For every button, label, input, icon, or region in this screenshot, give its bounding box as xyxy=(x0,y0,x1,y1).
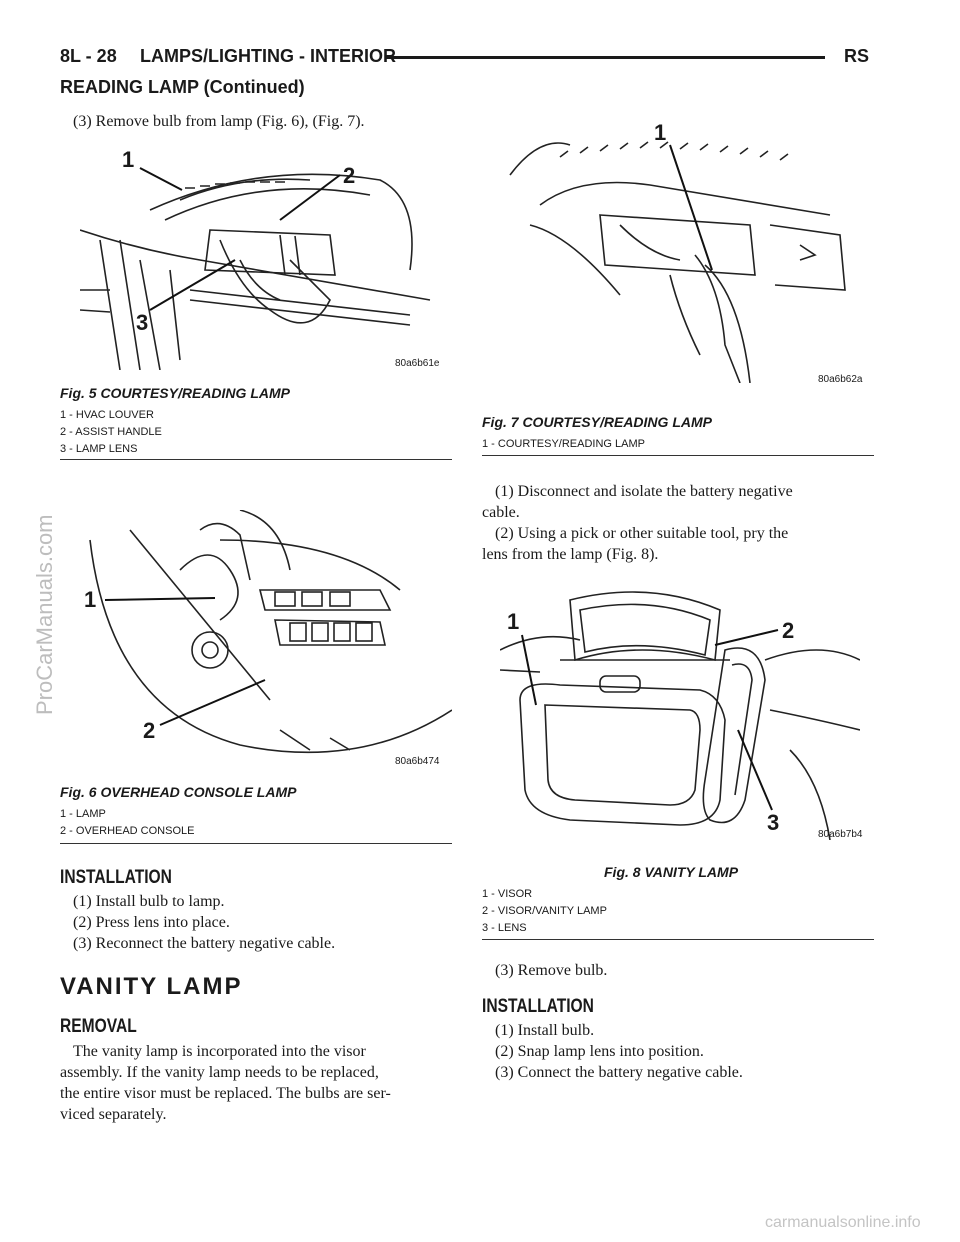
installation-right-step-2: (2) Snap lamp lens into position. xyxy=(495,1043,704,1060)
removal-line-3: the entire visor must be replaced. The b… xyxy=(60,1085,391,1102)
footer-watermark[interactable]: carmanualsonline.info xyxy=(765,1214,921,1231)
fig6-legend-2: 2 - OVERHEAD CONSOLE xyxy=(60,825,195,837)
fig8-divider xyxy=(482,939,874,940)
installation-right-step-1: (1) Install bulb. xyxy=(495,1022,595,1039)
fig8-callout-2: 2 xyxy=(782,618,795,643)
fig5-code: 80a6b61e xyxy=(395,358,440,369)
fig5-legend-3: 3 - LAMP LENS xyxy=(60,443,138,455)
installation-left-step-1: (1) Install bulb to lamp. xyxy=(73,893,225,910)
right-step-3: (3) Remove bulb. xyxy=(495,962,608,979)
fig6-callout-1: 1 xyxy=(84,587,97,612)
fig7-leader-line xyxy=(669,144,713,271)
fig7-divider xyxy=(482,455,874,456)
fig7-caption: Fig. 7 COURTESY/READING LAMP xyxy=(482,414,712,430)
fig7-callout-1: 1 xyxy=(654,120,667,145)
fig6-leader-lines xyxy=(104,597,266,726)
section-title: LAMPS/LIGHTING - INTERIOR xyxy=(140,46,396,66)
continued-title: READING LAMP (Continued) xyxy=(60,77,305,97)
removal-line-1: The vanity lamp is incorporated into the… xyxy=(73,1043,366,1060)
right-step-1-line-2: cable. xyxy=(482,504,520,521)
fig8-legend-1: 1 - VISOR xyxy=(482,888,533,900)
removal-line-2: assembly. If the vanity lamp needs to be… xyxy=(60,1064,379,1081)
installation-heading-left: INSTALLATION xyxy=(60,867,172,888)
fig7-illustration xyxy=(500,115,860,383)
installation-left-step-2: (2) Press lens into place. xyxy=(73,914,230,931)
fig5-divider xyxy=(60,459,452,460)
fig5-leader-lines xyxy=(139,167,341,311)
fig5-caption: Fig. 5 COURTESY/READING LAMP xyxy=(60,385,290,401)
right-step-2-line-1: (2) Using a pick or other suitable tool,… xyxy=(495,525,789,542)
fig7-code: 80a6b62a xyxy=(818,374,863,385)
fig7-legend-1: 1 - COURTESY/READING LAMP xyxy=(482,438,645,450)
right-step-1-line-1: (1) Disconnect and isolate the battery n… xyxy=(495,483,793,500)
model-code: RS xyxy=(844,46,870,66)
fig8-legend-2: 2 - VISOR/VANITY LAMP xyxy=(482,905,607,917)
installation-heading-right: INSTALLATION xyxy=(482,996,594,1017)
header-rule xyxy=(385,56,825,59)
fig5-callout-2: 2 xyxy=(343,163,356,188)
fig8-code: 80a6b7b4 xyxy=(818,829,863,840)
removal-heading: REMOVAL xyxy=(60,1016,137,1037)
fig5-legend-1: 1 - HVAC LOUVER xyxy=(60,409,154,421)
vanity-lamp-heading: VANITY LAMP xyxy=(60,973,243,1000)
fig8-leader-lines xyxy=(521,629,779,811)
fig5-callout-3: 3 xyxy=(136,310,149,335)
installation-right-step-3: (3) Connect the battery negative cable. xyxy=(495,1064,743,1081)
fig8-illustration xyxy=(500,580,860,840)
installation-left-step-3: (3) Reconnect the battery negative cable… xyxy=(73,935,336,952)
fig6-caption: Fig. 6 OVERHEAD CONSOLE LAMP xyxy=(60,784,297,800)
fig8-callout-1: 1 xyxy=(507,609,520,634)
page-number: 8L - 28 xyxy=(60,46,117,66)
fig8-legend-3: 3 - LENS xyxy=(482,922,527,934)
fig6-divider xyxy=(60,843,452,844)
fig6-code: 80a6b474 xyxy=(395,756,440,767)
fig5-callout-1: 1 xyxy=(122,147,135,172)
fig8-caption: Fig. 8 VANITY LAMP xyxy=(604,864,739,880)
side-watermark[interactable]: ProCarManuals.com xyxy=(32,514,57,715)
fig6-legend-1: 1 - LAMP xyxy=(60,808,106,820)
right-step-2-line-2: lens from the lamp (Fig. 8). xyxy=(482,546,659,563)
intro-step: (3) Remove bulb from lamp (Fig. 6), (Fig… xyxy=(73,113,365,130)
fig5-legend-2: 2 - ASSIST HANDLE xyxy=(60,426,162,438)
removal-line-4: viced separately. xyxy=(60,1106,167,1123)
fig6-illustration xyxy=(80,510,452,760)
fig6-callout-2: 2 xyxy=(143,718,156,743)
fig8-callout-3: 3 xyxy=(767,810,780,835)
fig5-illustration xyxy=(80,140,452,370)
